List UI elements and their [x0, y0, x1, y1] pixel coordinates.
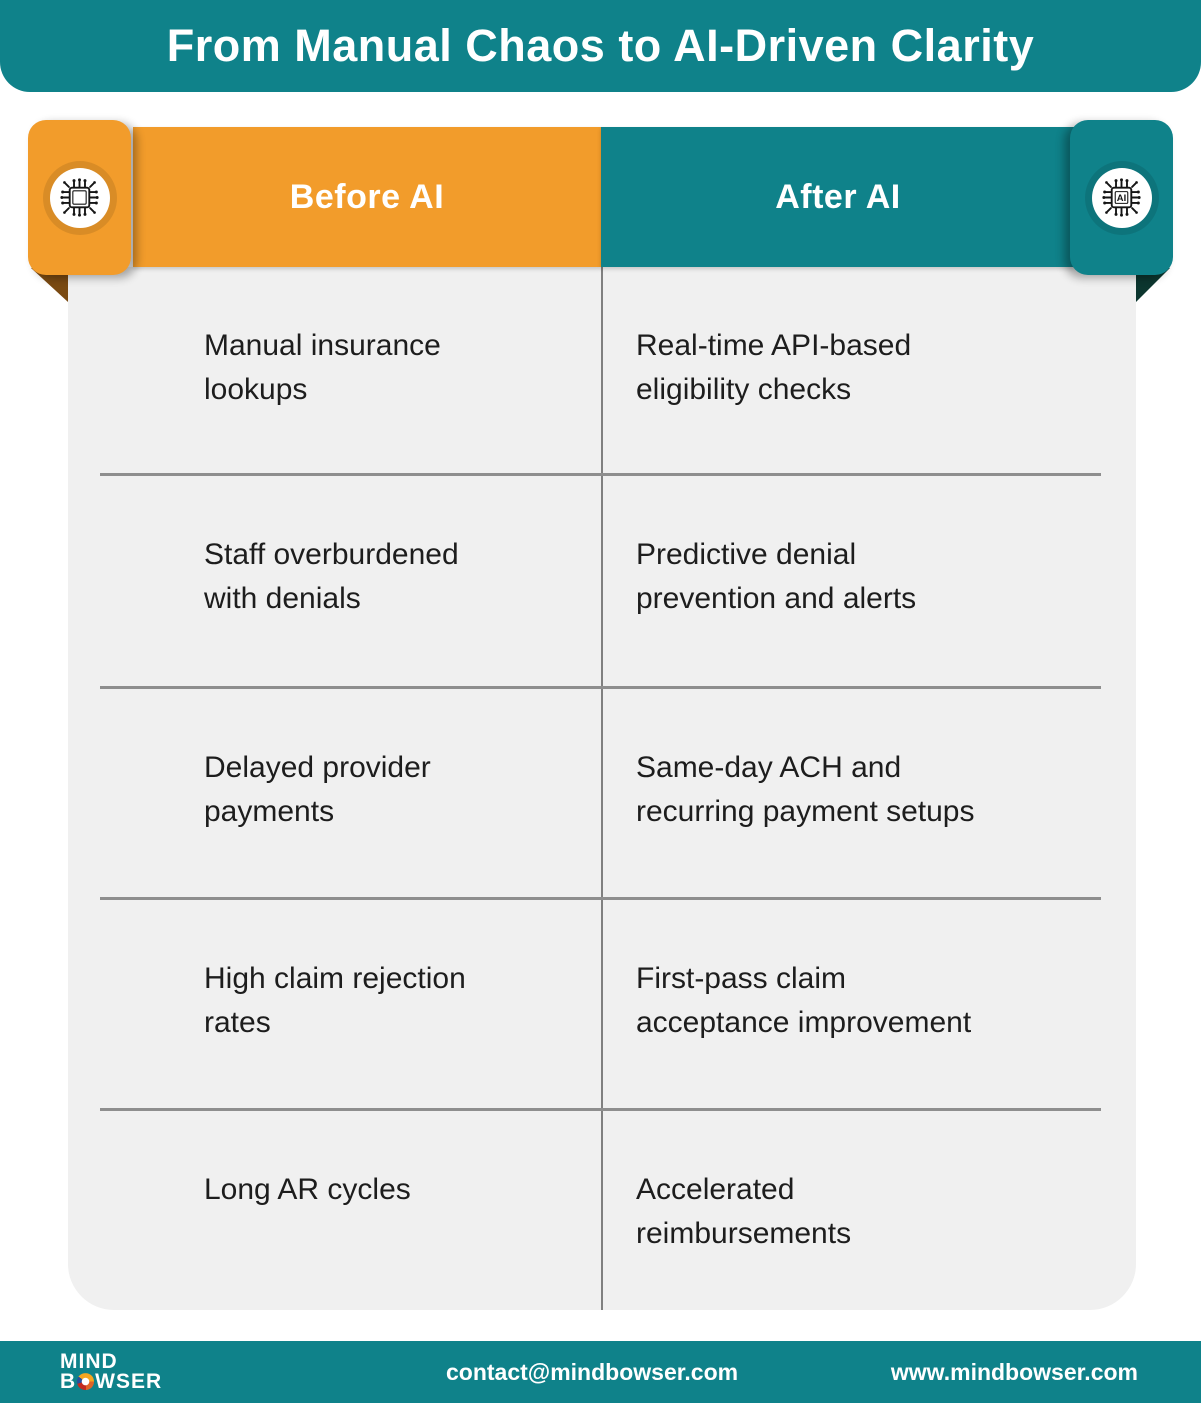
chip-icon-badge [49, 167, 110, 228]
logo-text-mind: MIND [60, 1350, 118, 1374]
row-divider [100, 686, 1101, 689]
page-title: From Manual Chaos to AI-Driven Clarity [166, 20, 1035, 71]
website-url: www.mindbowser.com [890, 1359, 1138, 1385]
before-cell: Staff overburdened with denials [204, 538, 459, 615]
after-cell: Same-day ACH and recurring payment setup… [636, 751, 975, 828]
table-row: High claim rejection rates First-pass cl… [68, 900, 1136, 1111]
contact-email: contact@mindbowser.com [446, 1359, 739, 1385]
table-row: Delayed provider payments Same-day ACH a… [68, 689, 1136, 900]
after-ribbon-tab: AI [1070, 120, 1173, 275]
before-ribbon-tab [28, 120, 131, 275]
before-cell: Long AR cycles [204, 1173, 411, 1206]
after-cell: Accelerated reimbursements [636, 1173, 852, 1250]
logo-swirl-icon [77, 1373, 95, 1391]
before-cell: High claim rejection rates [204, 962, 466, 1039]
ai-chip-icon: AI [1102, 178, 1141, 217]
title-banner: From Manual Chaos to AI-Driven Clarity [0, 0, 1201, 92]
after-cell: First-pass claim acceptance improvement [636, 962, 972, 1039]
row-divider [100, 897, 1101, 900]
mindbowser-logo: MIND B WSER [60, 1350, 163, 1393]
ai-chip-label: AI [1117, 192, 1126, 203]
before-ai-label: Before AI [289, 177, 445, 216]
before-cell: Delayed provider payments [204, 751, 431, 828]
after-cell: Predictive denial prevention and alerts [636, 538, 917, 615]
chip-icon [60, 178, 99, 217]
logo-text-bowser: B WSER [60, 1370, 163, 1393]
logo-text-wser: WSER [95, 1370, 163, 1393]
table-row: Manual insurance lookups Real-time API-b… [68, 267, 1136, 476]
logo-text-b: B [60, 1370, 77, 1393]
footer-bar: MIND B WSER contact@mindbowser.com www.mi… [0, 1341, 1201, 1403]
after-ai-header: After AI [601, 127, 1075, 267]
before-cell: Manual insurance lookups [204, 329, 441, 406]
after-ai-label: After AI [775, 177, 901, 216]
table-row: Long AR cycles Accelerated reimbursement… [68, 1111, 1136, 1310]
row-divider [100, 473, 1101, 476]
after-cell: Real-time API-based eligibility checks [636, 329, 912, 406]
row-divider [100, 1108, 1101, 1111]
column-divider [601, 267, 603, 1310]
ai-chip-icon-badge: AI [1091, 167, 1152, 228]
table-rows: Manual insurance lookups Real-time API-b… [68, 267, 1136, 1310]
table-row: Staff overburdened with denials Predicti… [68, 476, 1136, 689]
comparison-table: Manual insurance lookups Real-time API-b… [68, 267, 1136, 1310]
before-ai-header: Before AI [133, 127, 601, 267]
